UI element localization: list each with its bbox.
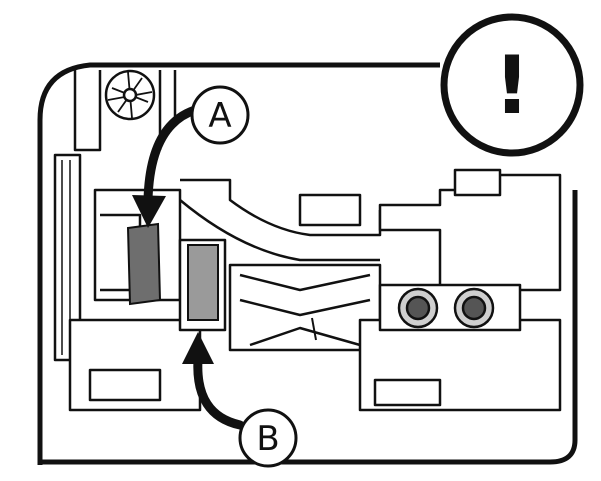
arrow-b-icon [182, 332, 245, 430]
warning-exclamation-icon: ! [440, 13, 584, 157]
panel-frame [37, 62, 578, 465]
warning-symbol: ! [494, 39, 530, 132]
contact-a [126, 222, 162, 306]
callout-b-label: B [256, 419, 279, 459]
rollers [397, 287, 495, 329]
callout-b: B [238, 408, 298, 468]
contact-b [187, 244, 219, 321]
callout-a-label: A [208, 96, 231, 136]
callout-a: A [190, 85, 250, 145]
contacts [126, 222, 219, 321]
gear-icon [104, 69, 156, 121]
arrow-a-icon [132, 105, 200, 228]
